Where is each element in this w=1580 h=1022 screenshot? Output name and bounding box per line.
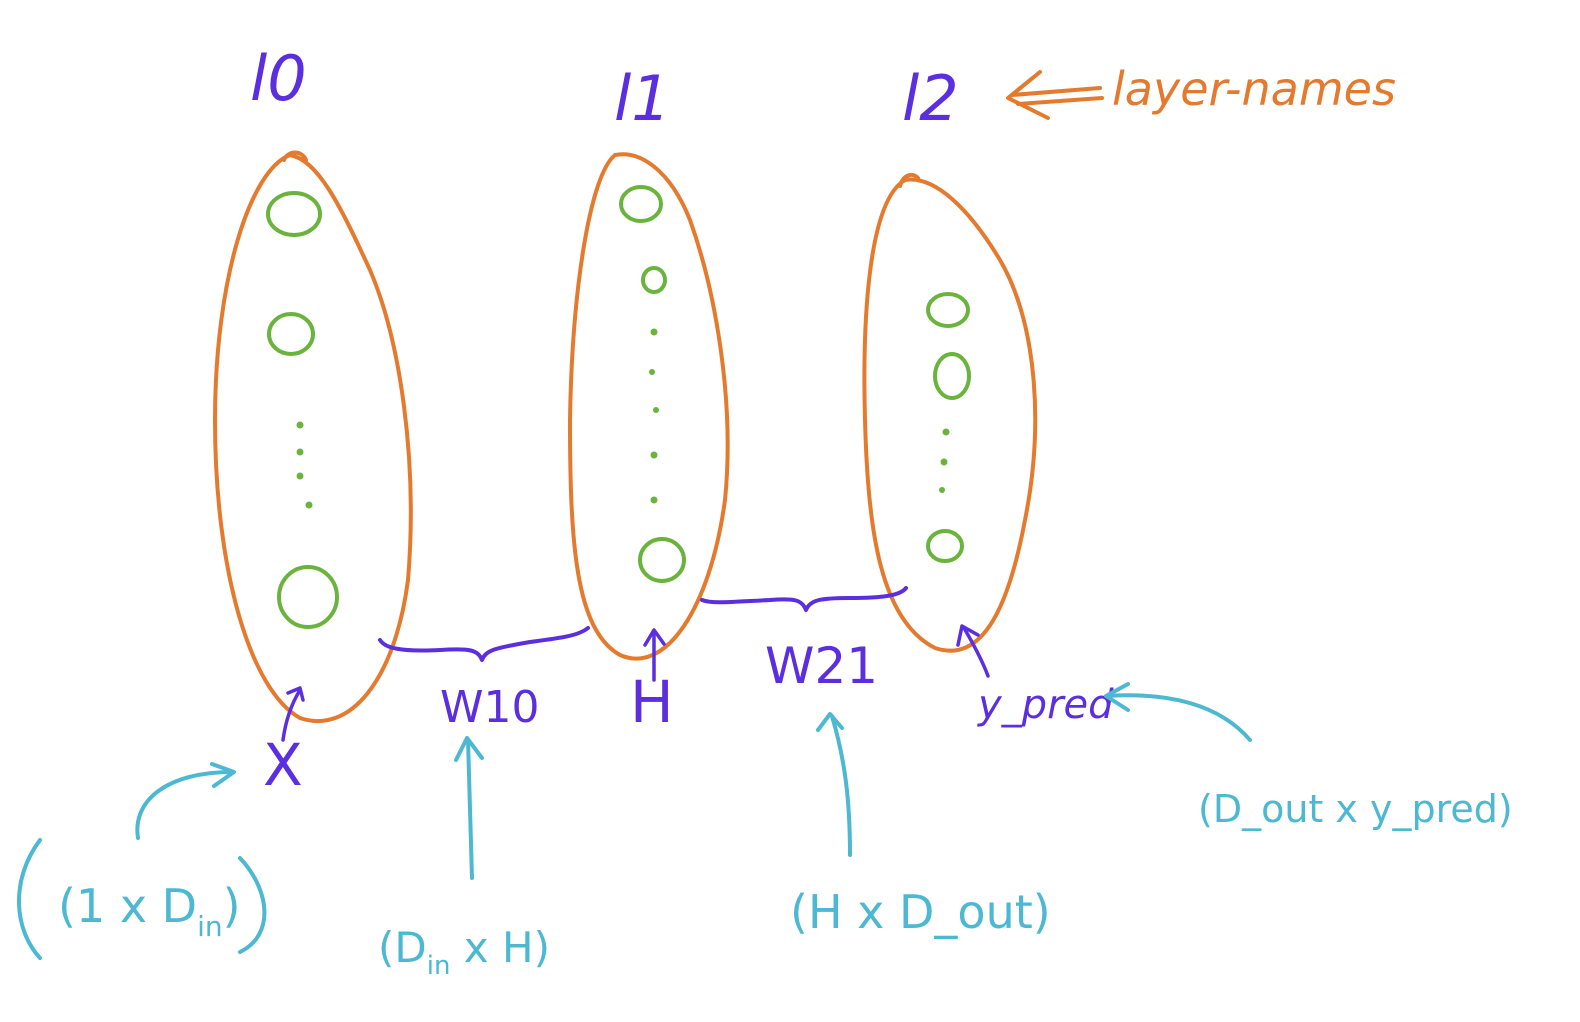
w21-label: W21	[765, 637, 878, 695]
w10-shape-arrow	[454, 736, 484, 880]
ellipsis-dot	[650, 496, 658, 504]
ellipsis-dot	[649, 369, 655, 375]
layer-l0-outline	[213, 153, 413, 724]
neuron	[926, 292, 970, 328]
neuron	[277, 565, 339, 629]
layer-l2-outline	[862, 177, 1038, 653]
input-x-label: X	[263, 731, 303, 799]
input-shape-arrow	[135, 762, 236, 840]
ellipsis-dot	[939, 487, 945, 493]
ellipsis-dot	[296, 448, 304, 456]
ellipsis-dot	[942, 428, 950, 436]
w21-brace	[700, 586, 908, 612]
h-arrow	[643, 628, 666, 682]
input-shape-note: (1 x Din)	[58, 879, 241, 943]
ellipsis-dot	[940, 458, 948, 466]
w10-label: W10	[440, 682, 540, 733]
layer-names-annotation: layer-names	[1112, 62, 1396, 116]
layer-l1-outline	[568, 152, 730, 661]
y-pred-shape-note: (D_out x y_pred)	[1198, 787, 1513, 831]
neuron	[926, 529, 964, 563]
w10-brace	[378, 626, 590, 662]
ellipsis-dot	[296, 472, 304, 480]
neuron	[638, 537, 686, 583]
layer-label-l0: l0	[250, 42, 307, 115]
layer-label-l2: l2	[902, 62, 959, 135]
w21-shape-note: (H x D_out)	[790, 885, 1051, 939]
neuron	[267, 312, 315, 356]
x-arrow	[281, 686, 305, 742]
ellipsis-dot	[305, 501, 313, 509]
y-pred-arrow	[956, 624, 990, 678]
layer-label-l1: l1	[614, 62, 671, 135]
ellipsis-dot	[650, 451, 658, 459]
w10-shape-note: (Din x H)	[378, 923, 550, 981]
ellipsis-dot	[653, 407, 659, 413]
w21-shape-arrow	[816, 712, 852, 857]
layer-names-arrow	[1006, 70, 1104, 120]
neuron	[641, 266, 667, 294]
ellipsis-dot	[296, 421, 304, 429]
hidden-h-label: H	[630, 668, 674, 736]
neuron	[933, 352, 971, 400]
ellipsis-dot	[650, 328, 658, 336]
y-pred-label: y_pred	[977, 682, 1114, 728]
neuron	[266, 191, 322, 237]
neuron	[619, 185, 663, 223]
y-pred-shape-arrow	[1104, 682, 1252, 742]
